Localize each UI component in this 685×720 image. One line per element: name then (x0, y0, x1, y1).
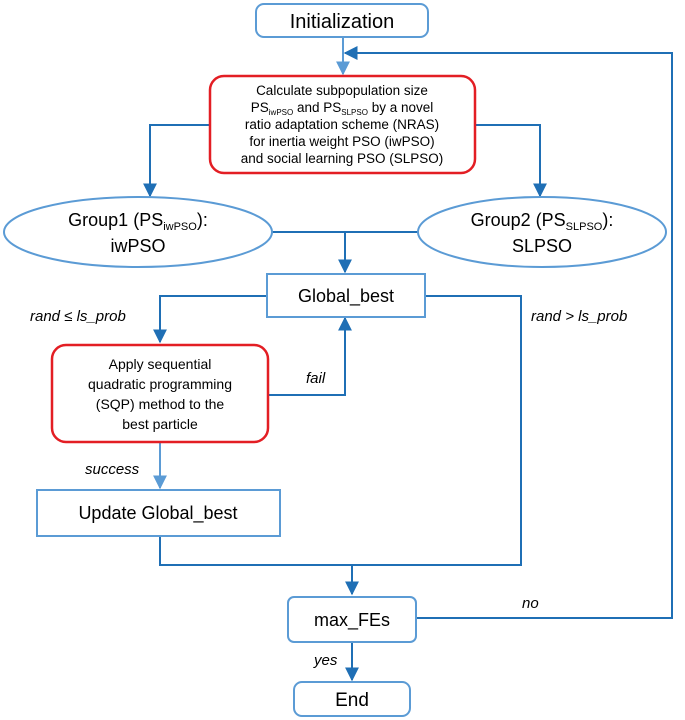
sqp-line-3: (SQP) method to the (96, 396, 225, 412)
node-global-best: Global_best (266, 273, 426, 318)
edge-sqp-fail (268, 316, 352, 396)
edge-global-best-right (352, 295, 522, 566)
sqp-line-1: Apply sequential (109, 356, 212, 372)
initialization-label: Initialization (290, 11, 395, 33)
sqp-line-4: best particle (122, 416, 198, 432)
global-best-label: Global_best (298, 286, 394, 307)
update-global-best-label: Update Global_best (78, 503, 237, 524)
label-success: success (85, 461, 140, 478)
node-group2: Group2 (PSSLPSO): SLPSO (417, 196, 667, 268)
node-nras: Calculate subpopulation size PSiwPSO and… (208, 74, 477, 175)
label-fail: fail (306, 370, 326, 387)
edge-max-fes-no (343, 46, 673, 619)
edge-update-down (159, 536, 352, 566)
group2-title: Group2 (PSSLPSO): (471, 210, 614, 233)
node-update-global-best: Update Global_best (36, 489, 281, 537)
node-group1: Group1 (PSiwPSO): iwPSO (3, 196, 273, 268)
end-label: End (335, 690, 369, 711)
node-initialization: Initialization (255, 3, 429, 38)
group1-title: Group1 (PSiwPSO): (68, 210, 208, 233)
node-end: End (293, 681, 411, 717)
node-max-fes: max_FEs (287, 596, 417, 643)
nras-line-3: ratio adaptation scheme (NRAS) (245, 117, 439, 132)
label-rand-gt: rand > ls_prob (531, 308, 627, 325)
label-yes: yes (313, 652, 338, 669)
nras-line-4: for inertia weight PSO (iwPSO) (249, 134, 434, 149)
edge-nras-to-group2 (475, 124, 547, 198)
label-no: no (522, 595, 539, 612)
label-rand-le: rand ≤ ls_prob (30, 308, 126, 325)
node-sqp: Apply sequential quadratic programming (… (50, 343, 270, 444)
sqp-line-2: quadratic programming (88, 376, 232, 392)
nras-line-1: Calculate subpopulation size (256, 83, 428, 98)
edge-global-best-to-sqp (153, 295, 267, 344)
edge-nras-to-group1 (143, 124, 210, 198)
nras-line-5: and social learning PSO (SLPSO) (241, 151, 444, 166)
nras-line-2: PSiwPSO and PSSLPSO by a novel (251, 100, 434, 117)
group1-subtitle: iwPSO (110, 236, 165, 256)
max-fes-label: max_FEs (314, 610, 390, 631)
connectors (143, 37, 673, 682)
group2-subtitle: SLPSO (512, 236, 572, 256)
